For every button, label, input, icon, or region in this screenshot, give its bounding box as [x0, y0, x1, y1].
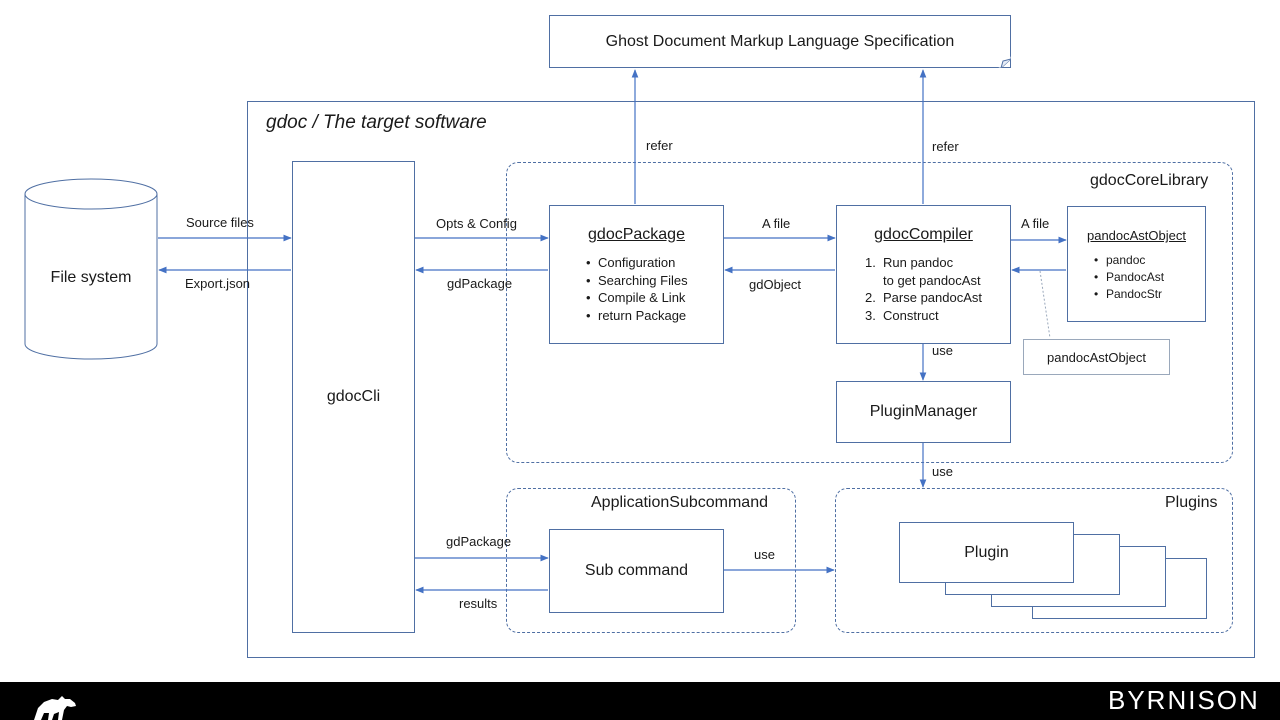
folded-corner-icon	[998, 56, 1011, 68]
plugin-label: Plugin	[964, 543, 1009, 561]
label-use-2: use	[932, 464, 953, 479]
pandoc-ast-object-callout: pandocAstObject	[1023, 339, 1170, 375]
callout-label: pandocAstObject	[1046, 349, 1146, 365]
label-gdpackage-bottom: gdPackage	[446, 534, 512, 549]
label-gdpackage-top: gdPackage	[447, 276, 513, 291]
plugins-container	[835, 488, 1233, 633]
plugin-manager-box: PluginManager	[836, 381, 1011, 443]
target-software-boundary	[247, 101, 1255, 658]
gdoc-cli-box: gdocCli	[292, 161, 415, 633]
label-results: results	[459, 596, 498, 611]
list-item: Parse pandocAst	[865, 289, 983, 306]
gdoc-compiler-title: gdocCompiler	[874, 226, 973, 243]
list-item: return Package	[586, 307, 723, 325]
plugins-title: Plugins	[1165, 494, 1218, 511]
app-subcommand-title: ApplicationSubcommand	[591, 494, 768, 511]
spec-title: Ghost Document Markup Language Specifica…	[605, 32, 955, 50]
label-export-json: Export.json	[185, 276, 251, 291]
list-item: Run pandoc to get pandocAst	[865, 254, 1010, 289]
plugin-box: Plugin	[899, 522, 1074, 583]
list-item: Compile & Link	[586, 289, 723, 307]
footer-bar	[0, 682, 1280, 720]
gdoc-package-title: gdocPackage	[588, 226, 685, 243]
list-item: Construct	[865, 307, 939, 324]
brand-name: BYRNISON	[1108, 685, 1260, 715]
file-system-label: File system	[50, 269, 132, 286]
file-system-cylinder-icon	[24, 178, 158, 360]
gdoc-compiler-steps: Run pandoc to get pandocAst Parse pandoc…	[865, 254, 1010, 324]
step-continuation: to get pandocAst	[883, 272, 981, 288]
label-gdobject: gdObject	[749, 277, 802, 292]
sub-command-label: Sub command	[584, 562, 689, 579]
gdoc-package-box: gdocPackage Configuration Searching File…	[549, 205, 724, 344]
target-software-title: gdoc / The target software	[266, 112, 487, 133]
spec-document: Ghost Document Markup Language Specifica…	[549, 15, 1011, 68]
label-opts-config: Opts & Config	[436, 216, 517, 231]
app-subcommand-container	[506, 488, 796, 633]
label-refer-right: refer	[932, 139, 959, 154]
callout-leader	[1039, 270, 1051, 339]
label-refer-left: refer	[646, 138, 673, 153]
sub-command-box: Sub command	[549, 529, 724, 613]
list-item: pandoc	[1094, 252, 1205, 269]
core-library-container	[506, 162, 1233, 463]
label-a-file-2: A file	[1021, 216, 1050, 231]
pandoc-ast-object-title: pandocAstObject	[1086, 228, 1186, 243]
list-item: Searching Files	[586, 272, 723, 290]
list-item: PandocStr	[1094, 286, 1205, 303]
label-use-3: use	[754, 547, 775, 562]
pandoc-ast-object-list: pandoc PandocAst PandocStr	[1092, 252, 1205, 303]
polar-bear-logo-icon	[34, 696, 76, 720]
gdoc-cli-label: gdocCli	[326, 388, 381, 405]
list-item: PandocAst	[1094, 269, 1205, 286]
label-use-1: use	[932, 343, 953, 358]
gdoc-package-list: Configuration Searching Files Compile & …	[584, 254, 723, 324]
gdoc-compiler-box: gdocCompiler Run pandoc to get pandocAst…	[836, 205, 1011, 344]
core-library-title: gdocCoreLibrary	[1090, 172, 1209, 189]
label-source-files: Source files	[186, 215, 254, 230]
pandoc-ast-object-box: pandocAstObject pandoc PandocAst PandocS…	[1067, 206, 1206, 322]
plugin-manager-label: PluginManager	[869, 403, 978, 420]
label-a-file-1: A file	[762, 216, 791, 231]
step-text: Run pandoc	[883, 255, 954, 270]
list-item: Configuration	[586, 254, 723, 272]
